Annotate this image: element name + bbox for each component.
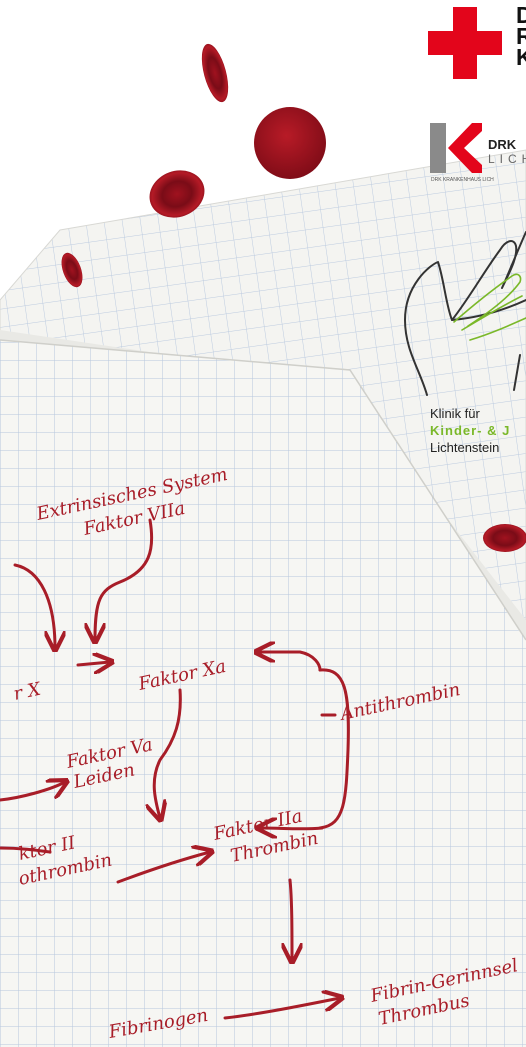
diagram-arrows	[0, 518, 350, 1020]
klinik-subtitle: LICH	[488, 152, 526, 166]
klinik-k-icon	[430, 123, 482, 173]
klinik-prefix: Klinik für	[430, 406, 480, 421]
red-cross-icon	[428, 7, 502, 79]
blood-cell	[61, 252, 83, 288]
drk-letter-2: R	[516, 23, 526, 49]
drk-logo: D R K	[418, 0, 526, 90]
drk-letter-1: D	[516, 2, 526, 28]
klinik-info: Klinik für Kinder- & J Lichtenstein	[430, 405, 510, 456]
klinik-department: Kinder- & J	[430, 423, 511, 438]
drk-letter-3: K	[516, 44, 526, 70]
hand-icon	[404, 231, 526, 396]
klinik-brand: DRK	[488, 137, 517, 152]
klinik-location: Lichtenstein	[430, 440, 500, 455]
blood-cell	[149, 170, 205, 218]
paper-sheet-front	[0, 339, 526, 1047]
blood-cell	[483, 524, 526, 552]
blood-cell	[201, 43, 229, 103]
blood-cell	[254, 107, 326, 179]
klinik-tagline: DRK KRANKENHAUS LICH	[431, 177, 494, 183]
klinik-logo: DRK LICH DRK KRANKENHAUS LICH	[428, 123, 526, 183]
